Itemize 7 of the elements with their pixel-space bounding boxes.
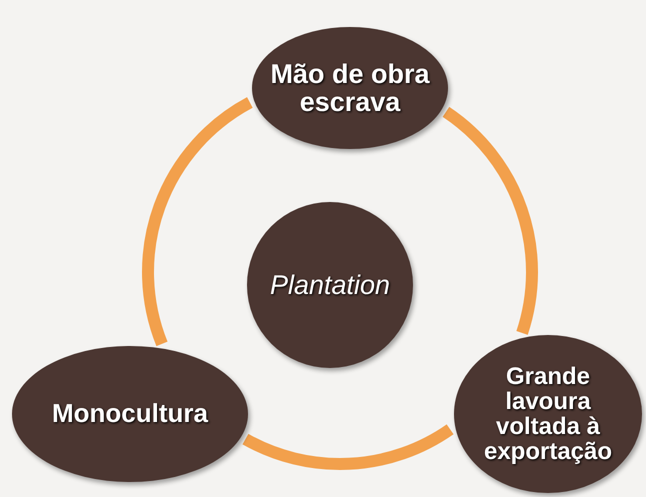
node-label: Mão de obra escrava — [269, 60, 431, 116]
node-label: Monocultura — [52, 400, 208, 428]
ring-arc — [442, 107, 538, 334]
ring-arc — [242, 424, 454, 470]
node-label: Grande lavoura voltada à exportação — [482, 364, 614, 464]
ring-arc — [142, 97, 253, 346]
node-label: Plantation — [270, 270, 390, 300]
